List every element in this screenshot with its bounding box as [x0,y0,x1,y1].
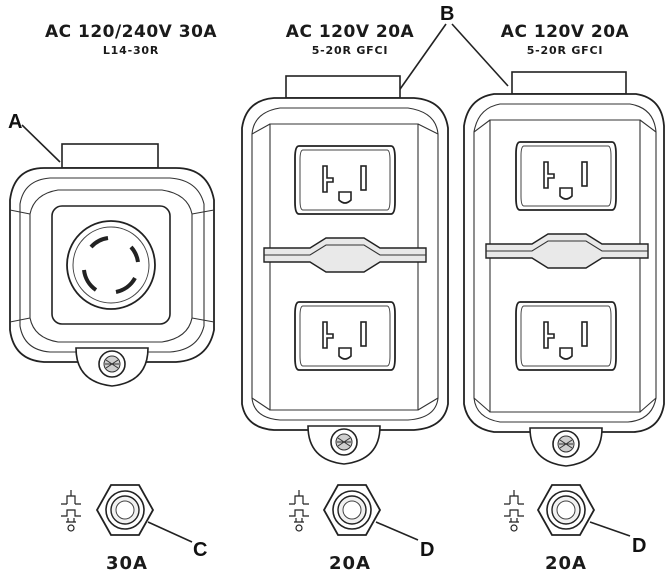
left-outlet-rating: AC 120/240V 30A [45,22,217,42]
callout-b: B [440,3,454,25]
middle-lower-receptacle [294,301,396,371]
right-lower-receptacle [515,301,617,371]
left-breaker-rating: 30A [106,553,148,574]
middle-cover-screw-icon [307,425,381,465]
duplex-outlet-icon-right [463,71,665,433]
right-breaker-rating: 20A [545,553,587,574]
callout-a-leader [21,124,61,163]
right-cover-hinge [511,71,627,95]
circuit-breaker-icon-30a[interactable] [96,484,154,536]
callout-d1-leader [375,521,419,541]
middle-upper-receptacle [294,145,396,215]
circuit-breaker-icon-middle[interactable] [323,484,381,536]
callout-d2-leader [589,521,631,537]
thermal-breaker-symbol-icon [60,489,82,532]
circuit-breaker-icon-right[interactable] [537,484,595,536]
locking-outlet-icon [9,143,215,363]
callout-a: A [8,111,22,133]
middle-outlet-rating: AC 120V 20A [286,22,415,42]
middle-outlet-type: 5-20R GFCI [312,44,389,57]
callout-b-leader-2 [451,23,509,87]
left-outlet-type: L14-30R [103,44,159,57]
callout-b-leader-1 [397,23,447,93]
right-upper-receptacle [515,141,617,211]
callout-c: C [193,539,207,561]
middle-cover-hinge [285,75,401,99]
thermal-breaker-symbol-icon-right [503,489,525,532]
callout-d2: D [632,535,646,557]
middle-breaker-rating: 20A [329,553,371,574]
callout-c-leader [147,521,193,543]
duplex-outlet-icon [241,75,449,431]
right-outlet-rating: AC 120V 20A [501,22,630,42]
thermal-breaker-symbol-icon-middle [288,489,310,532]
right-cover-screw-icon [529,427,603,467]
callout-d1: D [420,539,434,561]
right-outlet-type: 5-20R GFCI [527,44,604,57]
left-cover-hinge [61,143,159,169]
left-cover-screw-icon [75,347,149,387]
